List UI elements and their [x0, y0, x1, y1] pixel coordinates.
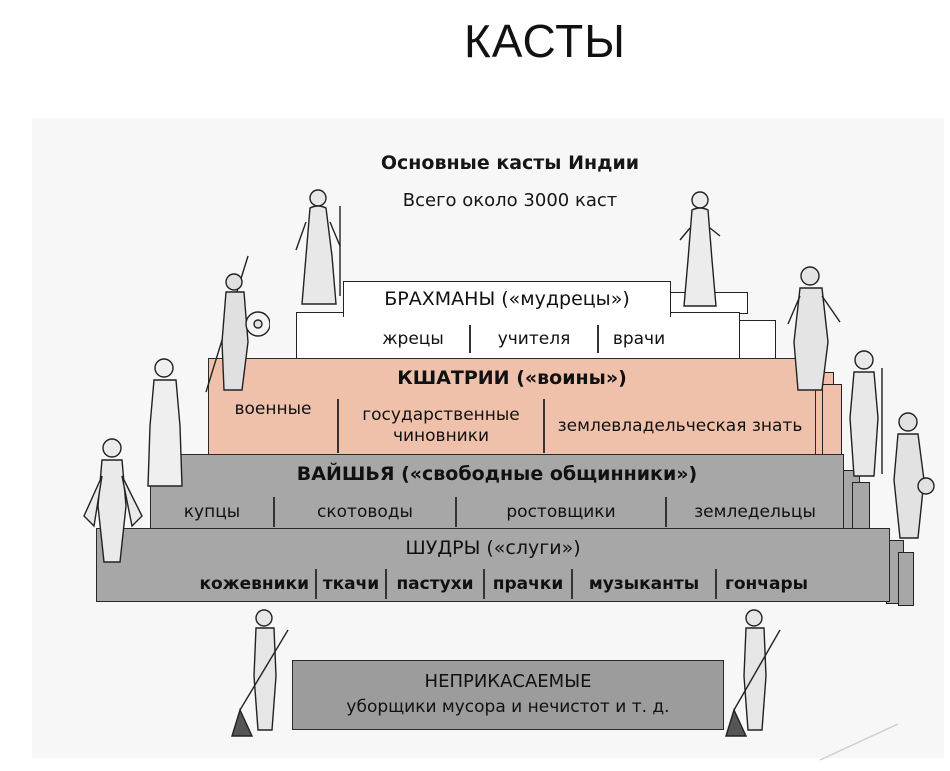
member-cell: военные	[234, 399, 312, 419]
shudra-figure-icon	[893, 412, 935, 539]
vaishya-figure-icon	[849, 350, 883, 477]
sweeper-figure-left-icon	[231, 609, 289, 737]
merchant-figure-icon	[147, 358, 183, 487]
member-cell: землевладельческая знать	[543, 399, 815, 453]
tier-shudra: ШУДРЫ («слуги») кожевники ткачи пастухи …	[96, 528, 890, 602]
brahman-figure-icon	[295, 189, 341, 305]
sweeper-figure-right-icon	[725, 609, 781, 737]
tier-vaishya-title: ВАЙШЬЯ («свободные общинники»)	[296, 463, 698, 485]
tier-vaishya-members: купцы скотоводы ростовщики земледельцы	[151, 497, 843, 527]
member-cell: прачки	[483, 569, 571, 599]
diagram-heading: Основные касты Индии	[380, 152, 640, 174]
tier-untouchables: НЕПРИКАСАЕМЫЕ уборщики мусора и нечистот…	[292, 660, 724, 730]
kshatriya-noble-figure-icon	[787, 266, 841, 391]
member-cell: государственные чиновники	[337, 399, 543, 453]
tier-brahmans: БРАХМАНЫ («мудрецы»)	[343, 281, 671, 317]
tier-brahmans-base: жрецы учителя врачи	[296, 312, 740, 362]
decorative-line	[819, 723, 899, 761]
member-cell: музыканты	[571, 569, 715, 599]
tier-kshatriya-members: военные государственные чиновники землев…	[209, 399, 815, 453]
member-cell: кожевники	[199, 573, 309, 594]
servant-figure-icon	[83, 438, 143, 563]
tier-vaishya: ВАЙШЬЯ («свободные общинники») купцы ско…	[150, 454, 844, 530]
warrior-figure-icon	[205, 255, 270, 393]
brahman-teacher-figure-icon	[679, 191, 721, 307]
member-cell: купцы	[183, 501, 241, 522]
member-cell: учителя	[469, 325, 597, 353]
tier-kshatriya: КШАТРИИ («воины») военные государственны…	[208, 358, 816, 458]
member-cell: жрецы	[382, 328, 444, 349]
member-cell: ткачи	[315, 569, 385, 599]
member-cell: пастухи	[385, 569, 483, 599]
tier-untouchables-description: уборщики мусора и нечистот и т. д.	[346, 697, 670, 717]
diagram-subheading: Всего около 3000 каст	[402, 190, 618, 211]
tier-kshatriya-title: КШАТРИИ («воины»)	[397, 367, 627, 389]
slide-title: КАСТЫ	[464, 15, 626, 67]
tier-brahmans-members: жрецы учителя врачи	[357, 325, 679, 353]
member-cell: ростовщики	[455, 497, 665, 527]
member-cell: скотоводы	[273, 497, 455, 527]
member-cell: земледельцы	[665, 497, 843, 527]
tier-brahmans-title: БРАХМАНЫ («мудрецы»)	[384, 288, 630, 310]
member-cell: гончары	[715, 569, 889, 599]
tier-untouchables-title: НЕПРИКАСАЕМЫЕ	[424, 671, 592, 692]
member-cell: врачи	[597, 325, 679, 353]
tier-shudra-title: ШУДРЫ («слуги»)	[405, 537, 581, 559]
tier-shudra-members: кожевники ткачи пастухи прачки музыканты…	[97, 569, 889, 599]
